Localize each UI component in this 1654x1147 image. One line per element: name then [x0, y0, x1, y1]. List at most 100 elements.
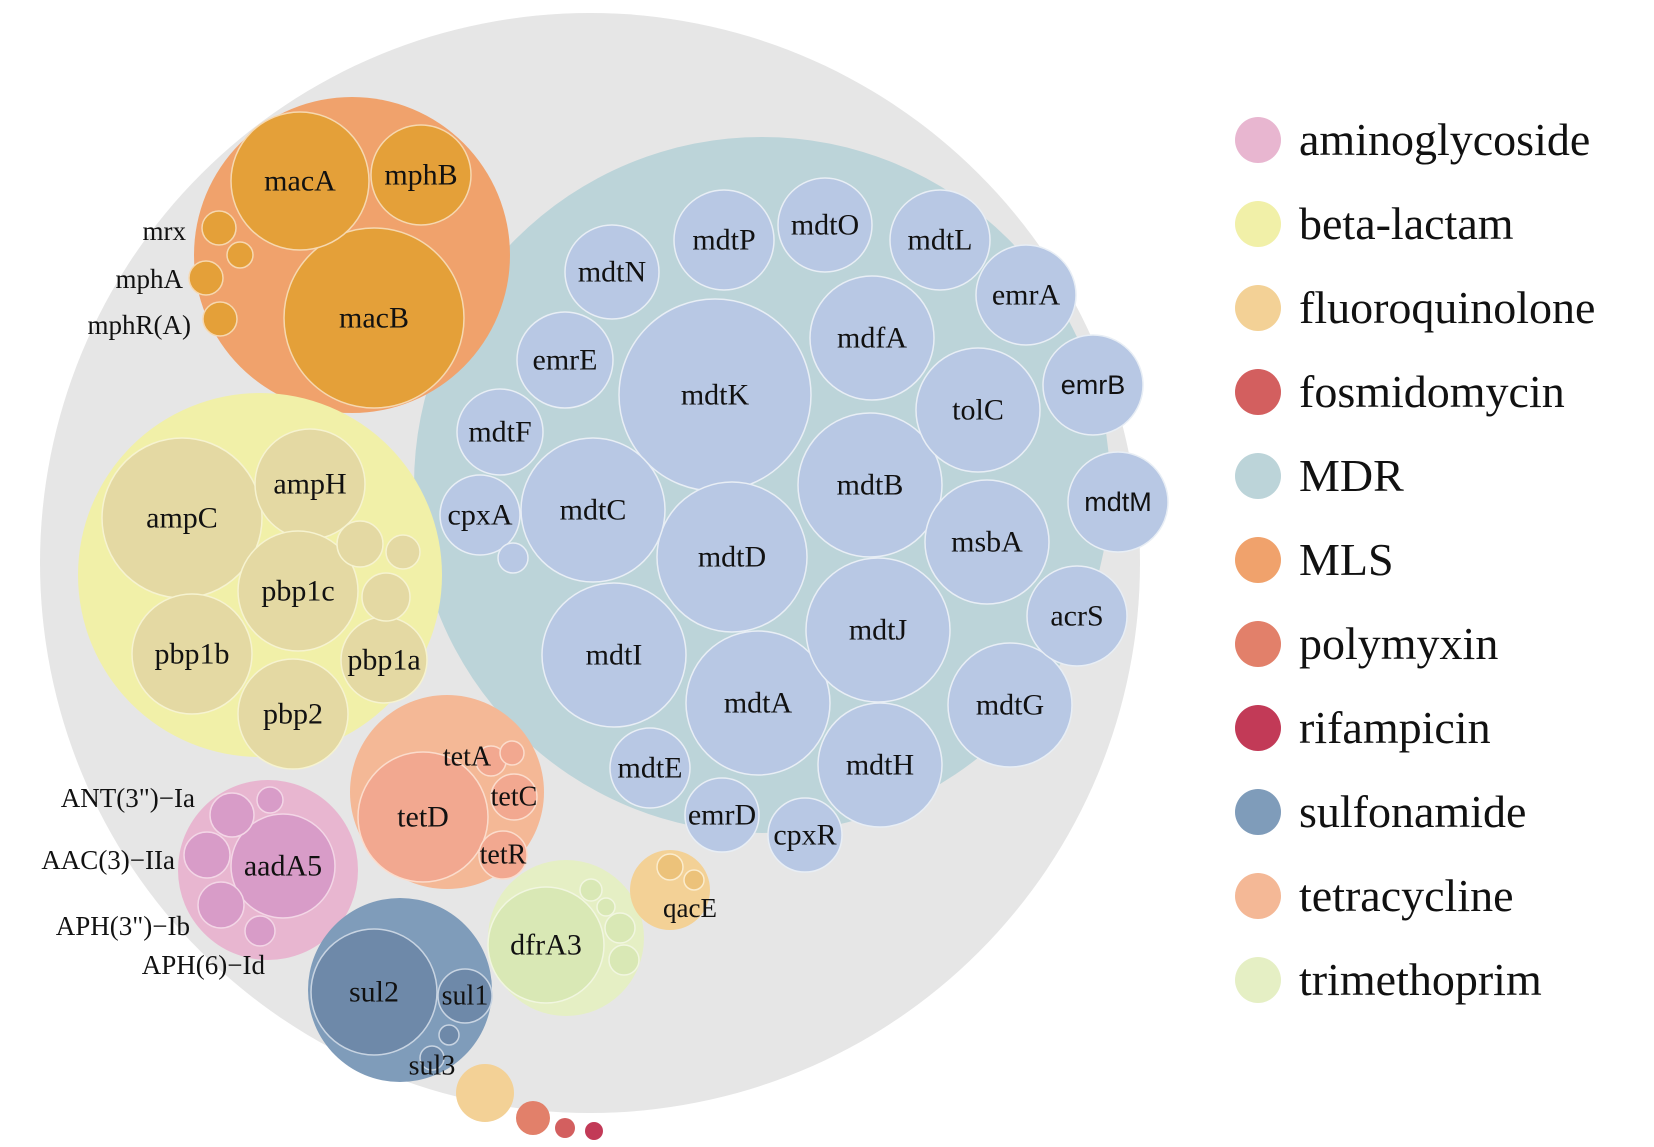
gene-label-tetR: tetR — [480, 840, 527, 871]
gene-circle-pbp1c — [237, 530, 359, 652]
group-beta-lactam: ampC ampH pbp1c pbp1b pbp1a pbp2 — [78, 393, 442, 770]
gene-label-macB: macB — [339, 302, 409, 335]
gene-circle-tetC — [490, 773, 538, 821]
gene-label-msbA: msbA — [951, 526, 1023, 559]
gene-label-mdtB: mdtB — [837, 469, 904, 502]
legend-item-beta-lactam: beta-lactam — [1235, 182, 1654, 266]
gene-label-pbp2: pbp2 — [263, 698, 323, 731]
gene-label-mdtL: mdtL — [908, 224, 973, 257]
gene-circle-tolC — [915, 347, 1041, 473]
gene-label-APH3-Ib: APH(3")−Ib — [56, 911, 190, 941]
gene-circle-APH6-Id — [244, 915, 276, 947]
gene-label-sul1: sul1 — [442, 981, 489, 1012]
gene-circle-qacE-minor-2 — [683, 869, 705, 891]
legend-item-polymyxin: polymyxin — [1235, 602, 1654, 686]
gene-label-mdtJ: mdtJ — [849, 614, 908, 647]
gene-label-mphB: mphB — [384, 159, 457, 192]
gene-circle-tetA-minor — [499, 740, 525, 766]
gene-circle-sul3-minor — [438, 1024, 460, 1046]
legend-swatch — [1235, 873, 1281, 919]
gene-label-tetC: tetC — [491, 782, 538, 813]
gene-label-ANT3-Ia: ANT(3")−Ia — [61, 783, 195, 813]
legend-swatch — [1235, 789, 1281, 835]
gene-label-macA: macA — [264, 165, 336, 198]
gene-label-cpxA: cpxA — [448, 499, 513, 532]
gene-circle-sul3 — [419, 1045, 445, 1071]
gene-label-mdtA: mdtA — [724, 687, 793, 720]
gene-circle-sul2 — [310, 928, 438, 1056]
legend-label: tetracycline — [1299, 870, 1514, 921]
gene-circle-ANT3-minor — [256, 786, 284, 814]
gene-label-mdtH: mdtH — [846, 749, 914, 782]
packing-svg: mdtK mdtB mdtD mdtC mdtI mdtA mdtJ mdtG … — [40, 13, 1169, 1140]
gene-circle-mdtO — [777, 177, 873, 273]
gene-circle-APH3-Ib — [197, 881, 245, 929]
fosmidomycin-circle — [555, 1118, 575, 1138]
gene-circle-mdtL — [889, 189, 991, 291]
group-aminoglycoside: aadA5 ANT(3")−Ia AAC(3)−IIa APH(3")−Ib A… — [41, 780, 358, 980]
gene-label-mdfA: mdfA — [837, 322, 907, 355]
legend-label: beta-lactam — [1299, 198, 1514, 249]
legend-label: rifampicin — [1299, 702, 1491, 753]
gene-circle-mdtD — [656, 481, 808, 633]
gene-label-pbp1a: pbp1a — [347, 644, 420, 677]
legend: aminoglycoside beta-lactam fluoroquinolo… — [1235, 98, 1654, 1022]
gene-circle-bl-minor-3 — [361, 572, 411, 622]
legend-swatch — [1235, 117, 1281, 163]
gene-circle-mphA — [188, 260, 224, 296]
gene-label-mphR: mphR(A) — [88, 310, 192, 340]
gene-label-ampH: ampH — [273, 468, 346, 501]
gene-circle-tmp-minor-2 — [604, 912, 636, 944]
gene-circle-mdtM — [1067, 451, 1169, 553]
gene-label-mdtD: mdtD — [698, 541, 766, 574]
gene-label-tetD: tetD — [397, 801, 449, 834]
circle-packing-diagram: mdtK mdtB mdtD mdtC mdtI mdtA mdtJ mdtG … — [40, 13, 1169, 1140]
gene-circle-emrE — [516, 311, 614, 409]
legend-label: aminoglycoside — [1299, 114, 1591, 165]
legend-swatch — [1235, 285, 1281, 331]
gene-circle-mphB — [370, 124, 472, 226]
group-trimethoprim: dfrA3 — [487, 860, 644, 1016]
fluoroquinolone-group-circle — [630, 850, 710, 930]
legend-item-sulfonamide: sulfonamide — [1235, 770, 1654, 854]
gene-circle-msbA — [924, 479, 1050, 605]
gene-label-mdtI: mdtI — [586, 639, 643, 672]
gene-circle-tmp-minor-4 — [596, 897, 616, 917]
gene-circle-tetR — [478, 830, 528, 880]
gene-circle-mdtN — [564, 224, 660, 320]
gene-circle-ANT3-Ia — [209, 792, 255, 838]
gene-circle-macA — [230, 111, 370, 251]
gene-label-acrS: acrS — [1050, 600, 1103, 633]
gene-circle-qacE-minor-1 — [656, 853, 684, 881]
gene-circle-mrx — [201, 210, 237, 246]
gene-label-pbp1c: pbp1c — [261, 575, 334, 608]
gene-label-aadA5: aadA5 — [244, 850, 322, 883]
gene-label-emrA: emrA — [992, 279, 1061, 312]
legend-swatch — [1235, 957, 1281, 1003]
gene-circle-emrB — [1042, 334, 1144, 436]
gene-label-emrB: emrB — [1061, 370, 1126, 400]
gene-circle-mdtJ — [805, 557, 951, 703]
gene-circle-mrx-minor — [226, 241, 254, 269]
legend-item-mdr: MDR — [1235, 434, 1654, 518]
legend-item-fosmidomycin: fosmidomycin — [1235, 350, 1654, 434]
legend-swatch — [1235, 201, 1281, 247]
legend-swatch — [1235, 369, 1281, 415]
legend-label: polymyxin — [1299, 618, 1499, 669]
gene-circle-mdr-minor — [497, 542, 529, 574]
gene-circle-pbp2 — [237, 658, 349, 770]
gene-label-qacE: qacE — [663, 893, 717, 923]
gene-circle-AAC3-IIa — [183, 831, 231, 879]
legend-item-tetracycline: tetracycline — [1235, 854, 1654, 938]
legend-item-fluoroquinolone: fluoroquinolone — [1235, 266, 1654, 350]
gene-circle-mdtG — [947, 642, 1073, 768]
gene-circle-mdtB — [797, 412, 943, 558]
gene-circle-cpxR — [767, 797, 843, 873]
group-mls: macB macA mphB mrx mphA mphR(A) — [88, 97, 510, 413]
gene-label-pbp1b: pbp1b — [155, 638, 230, 671]
gene-label-emrD: emrD — [688, 799, 756, 832]
group-mdr: mdtK mdtB mdtD mdtC mdtI mdtA mdtJ mdtG … — [414, 137, 1169, 873]
gene-label-mdtE: mdtE — [618, 752, 683, 785]
legend-item-mls: MLS — [1235, 518, 1654, 602]
gene-circle-bl-minor-2 — [385, 534, 421, 570]
